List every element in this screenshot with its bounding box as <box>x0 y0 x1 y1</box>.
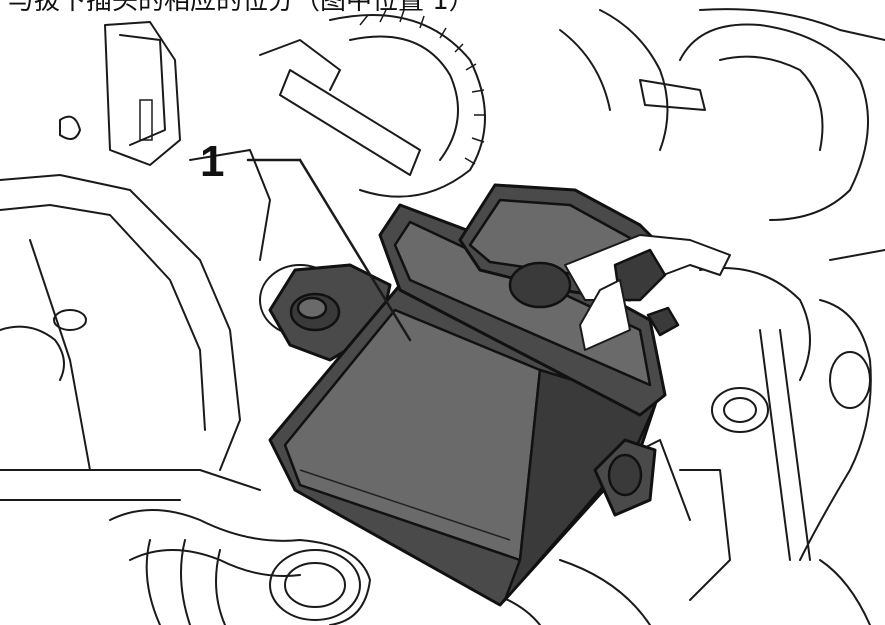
callout-1: 1 <box>200 137 412 342</box>
control-unit-part-1 <box>268 183 731 607</box>
callout-label-1: 1 <box>200 137 224 186</box>
engine-background-linework <box>0 8 885 625</box>
caption-text: 与拔下插头的相应的位分（图中位置 1） <box>8 0 475 16</box>
